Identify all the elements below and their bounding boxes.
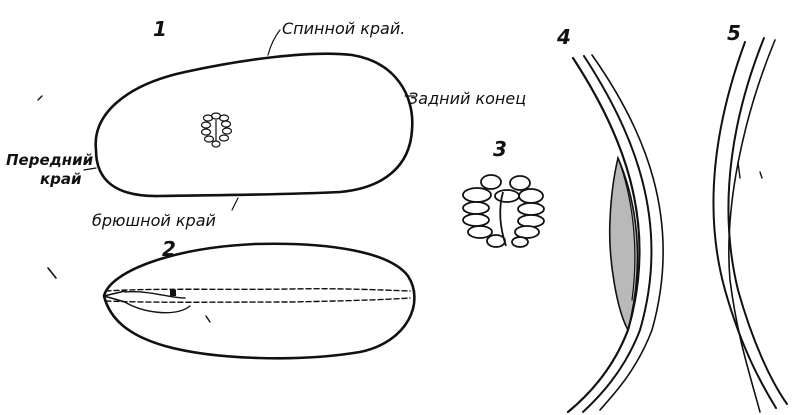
figure-1-embryo-cluster	[202, 113, 232, 147]
label-dorsal-edge: Спинной край.	[282, 19, 405, 38]
figure-2-hilum-mark	[170, 290, 176, 296]
figure-5-section	[714, 38, 787, 412]
label-ventral-edge: брюшной край	[92, 211, 216, 230]
figure-2-seed-outline	[48, 244, 414, 358]
label-anterior-edge-line2: край	[40, 170, 82, 188]
figure-number-5: 5	[727, 21, 741, 45]
figure-4-stippled-embryo	[610, 158, 638, 330]
label-posterior-end: Задний конец	[408, 89, 526, 108]
figure-number-4: 4	[556, 25, 571, 49]
figure-4-section	[568, 55, 663, 412]
figure-3-embryo-cluster	[463, 175, 544, 247]
label-anterior-edge-line1: Передний	[6, 151, 94, 169]
figure-1-seed-outline	[38, 30, 414, 210]
figure-number-3: 3	[493, 137, 507, 161]
figure-number-1: 1	[153, 17, 167, 41]
